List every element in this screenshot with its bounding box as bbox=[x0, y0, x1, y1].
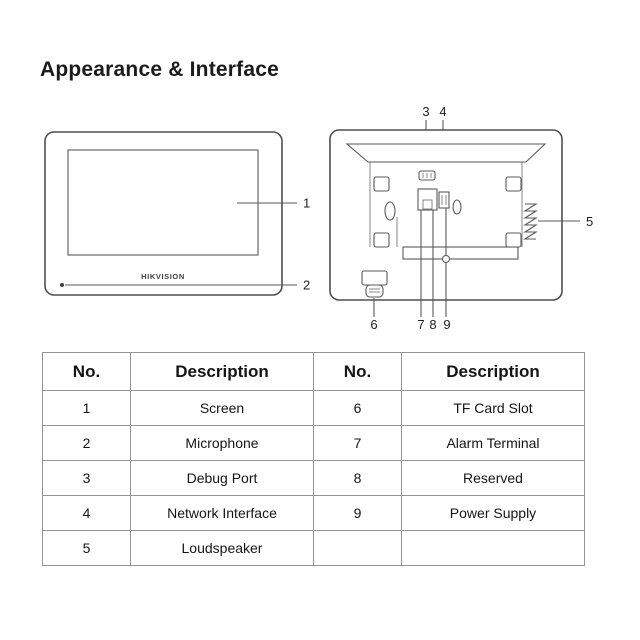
mounting-clip bbox=[373, 176, 390, 192]
table-header: No. bbox=[313, 352, 402, 391]
table-row: 1 Screen 6 TF Card Slot bbox=[42, 390, 585, 426]
table-cell: 9 bbox=[313, 495, 402, 531]
callout-label-alarm-terminal: 7 bbox=[417, 317, 424, 332]
callout-label-power-supply: 9 bbox=[443, 317, 450, 332]
table-cell bbox=[313, 530, 402, 566]
mounting-clip bbox=[373, 232, 390, 248]
loudspeaker-coil bbox=[523, 203, 538, 240]
tf-card-flap bbox=[365, 284, 384, 298]
table-cell: 8 bbox=[313, 460, 402, 496]
table-header: No. bbox=[42, 352, 131, 391]
table-cell: Debug Port bbox=[130, 460, 314, 496]
bottom-bar bbox=[402, 246, 519, 260]
mount-hole-oval bbox=[452, 199, 462, 215]
table-cell: 2 bbox=[42, 425, 131, 461]
mounting-clip bbox=[505, 176, 522, 192]
table-row: 3 Debug Port 8 Reserved bbox=[42, 460, 585, 496]
callout-label-screen: 1 bbox=[303, 196, 310, 211]
device-front-outline bbox=[44, 131, 283, 296]
table-cell: TF Card Slot bbox=[401, 390, 585, 426]
table-cell bbox=[401, 530, 585, 566]
table-header: Description bbox=[130, 352, 314, 391]
network-port bbox=[417, 188, 438, 211]
callout-label-network-interface: 4 bbox=[439, 104, 446, 119]
screw-hole bbox=[441, 254, 451, 264]
table-row: 5 Loudspeaker bbox=[42, 530, 585, 566]
table-cell: 1 bbox=[42, 390, 131, 426]
callout-label-tf-card-slot: 6 bbox=[370, 317, 377, 332]
table-cell: Network Interface bbox=[130, 495, 314, 531]
microphone-dot bbox=[60, 283, 64, 287]
mount-plate-top bbox=[345, 143, 547, 163]
alarm-terminal-connector bbox=[438, 191, 450, 209]
callout-label-reserved: 8 bbox=[429, 317, 436, 332]
table-cell: 5 bbox=[42, 530, 131, 566]
table-header-row: No. Description No. Description bbox=[42, 352, 585, 391]
table-cell: Microphone bbox=[130, 425, 314, 461]
table-cell: 4 bbox=[42, 495, 131, 531]
callout-label-debug-port: 3 bbox=[422, 104, 429, 119]
callout-label-loudspeaker: 5 bbox=[586, 214, 593, 229]
table-cell: Loudspeaker bbox=[130, 530, 314, 566]
page-title: Appearance & Interface bbox=[40, 58, 279, 81]
debug-port bbox=[418, 170, 436, 181]
table-cell: 3 bbox=[42, 460, 131, 496]
callout-label-microphone: 2 bbox=[303, 278, 310, 293]
table-row: 4 Network Interface 9 Power Supply bbox=[42, 495, 585, 531]
table-cell: 6 bbox=[313, 390, 402, 426]
cable-hole-oval bbox=[384, 201, 396, 221]
brand-logo: HIKVISION bbox=[141, 272, 185, 281]
table-cell: Power Supply bbox=[401, 495, 585, 531]
table-cell: Reserved bbox=[401, 460, 585, 496]
back-view-diagram: 3 4 5 bbox=[329, 104, 593, 332]
legend-table: No. Description No. Description 1 Screen… bbox=[42, 352, 585, 566]
table-header: Description bbox=[401, 352, 585, 391]
table-cell: Alarm Terminal bbox=[401, 425, 585, 461]
table-cell: 7 bbox=[313, 425, 402, 461]
network-port-notch bbox=[422, 199, 433, 210]
front-view-diagram: 1 2 HIKVISION bbox=[44, 131, 310, 296]
table-row: 2 Microphone 7 Alarm Terminal bbox=[42, 425, 585, 461]
table-cell: Screen bbox=[130, 390, 314, 426]
